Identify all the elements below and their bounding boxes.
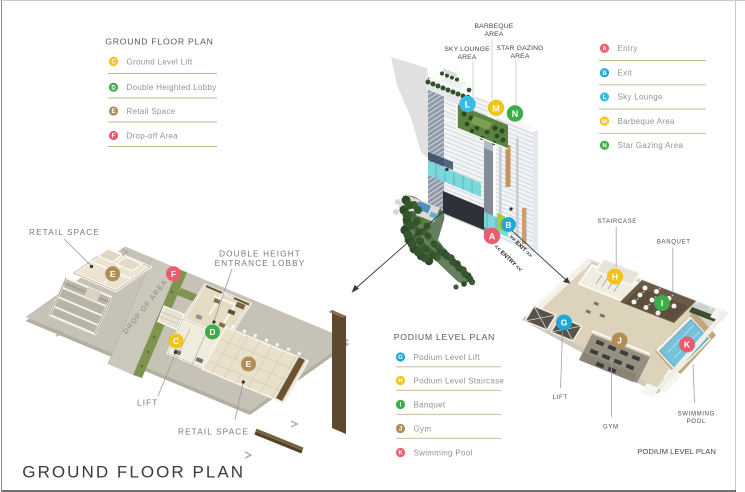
svg-text:BANQUET: BANQUET <box>657 238 691 245</box>
svg-text:B: B <box>505 220 511 230</box>
svg-text:Retail Space: Retail Space <box>127 107 176 116</box>
svg-text:E: E <box>111 109 115 115</box>
svg-text:Drop-off Area: Drop-off Area <box>127 131 179 140</box>
svg-text:F: F <box>112 134 116 140</box>
svg-text:N: N <box>602 144 606 150</box>
svg-text:K: K <box>398 451 403 457</box>
svg-text:A: A <box>489 232 496 242</box>
svg-text:I: I <box>400 403 402 409</box>
svg-text:Sky Lounge: Sky Lounge <box>618 93 664 102</box>
svg-text:Barbeque Area: Barbeque Area <box>618 117 676 126</box>
svg-text:J: J <box>617 336 622 346</box>
svg-text:C: C <box>173 336 179 346</box>
svg-text:L: L <box>465 100 471 110</box>
svg-text:Entry: Entry <box>618 44 638 53</box>
svg-text:LIFT: LIFT <box>137 399 158 408</box>
svg-text:Double Heighted Lobby: Double Heighted Lobby <box>127 83 217 92</box>
svg-text:D: D <box>209 327 215 337</box>
svg-text:Star Gazing Area: Star Gazing Area <box>618 141 684 150</box>
svg-text:ENTRANCE LOBBY: ENTRANCE LOBBY <box>215 259 306 268</box>
svg-text:Ground Level Lift: Ground Level Lift <box>127 57 194 66</box>
svg-text:AREA: AREA <box>457 54 476 61</box>
svg-text:SWIMMING: SWIMMING <box>678 411 715 418</box>
svg-text:RETAIL SPACE: RETAIL SPACE <box>178 428 249 437</box>
svg-text:Exit: Exit <box>618 69 633 78</box>
svg-text:PODIUM LEVEL PLAN: PODIUM LEVEL PLAN <box>394 332 495 342</box>
svg-text:B: B <box>602 71 607 77</box>
svg-text:A: A <box>602 46 607 52</box>
svg-text:STAR GAZING: STAR GAZING <box>496 45 543 52</box>
svg-text:C: C <box>111 60 116 66</box>
svg-text:LIFT: LIFT <box>553 394 568 401</box>
svg-text:G: G <box>561 318 568 328</box>
svg-text:DOUBLE HEIGHT: DOUBLE HEIGHT <box>219 250 301 259</box>
svg-text:Swimming Pool: Swimming Pool <box>414 448 473 457</box>
svg-text:M: M <box>492 103 500 113</box>
svg-text:STAIRCASE: STAIRCASE <box>597 218 637 225</box>
svg-text:AREA: AREA <box>484 31 503 38</box>
svg-text:Podium Level Staircase: Podium Level Staircase <box>414 376 505 385</box>
svg-text:E: E <box>246 359 252 369</box>
svg-text:GYM: GYM <box>603 424 619 431</box>
svg-text:Banquet: Banquet <box>414 400 446 409</box>
svg-text:E: E <box>110 269 116 279</box>
svg-text:RETAIL SPACE: RETAIL SPACE <box>29 228 100 237</box>
svg-text:Gym: Gym <box>414 424 432 433</box>
svg-text:G: G <box>398 355 403 361</box>
svg-text:F: F <box>171 269 176 279</box>
svg-text:J: J <box>399 427 402 433</box>
svg-text:L: L <box>603 95 607 101</box>
svg-text:H: H <box>612 272 618 282</box>
svg-text:SKY LOUNGE: SKY LOUNGE <box>444 46 490 53</box>
svg-text:GROUND FLOOR PLAN: GROUND FLOOR PLAN <box>22 463 245 482</box>
svg-text:M: M <box>602 119 607 125</box>
svg-text:D: D <box>111 85 116 91</box>
svg-text:BARBEQUE: BARBEQUE <box>475 23 514 30</box>
svg-text:H: H <box>398 379 402 385</box>
svg-text:POOL: POOL <box>687 418 706 425</box>
svg-text:AREA: AREA <box>510 53 529 60</box>
svg-text:PODIUM LEVEL PLAN: PODIUM LEVEL PLAN <box>637 447 716 456</box>
svg-text:I: I <box>661 298 663 308</box>
svg-text:GROUND FLOOR PLAN: GROUND FLOOR PLAN <box>105 36 213 46</box>
svg-text:N: N <box>512 109 519 119</box>
svg-text:Podium Level Lift: Podium Level Lift <box>414 353 481 362</box>
svg-text:K: K <box>684 340 691 350</box>
